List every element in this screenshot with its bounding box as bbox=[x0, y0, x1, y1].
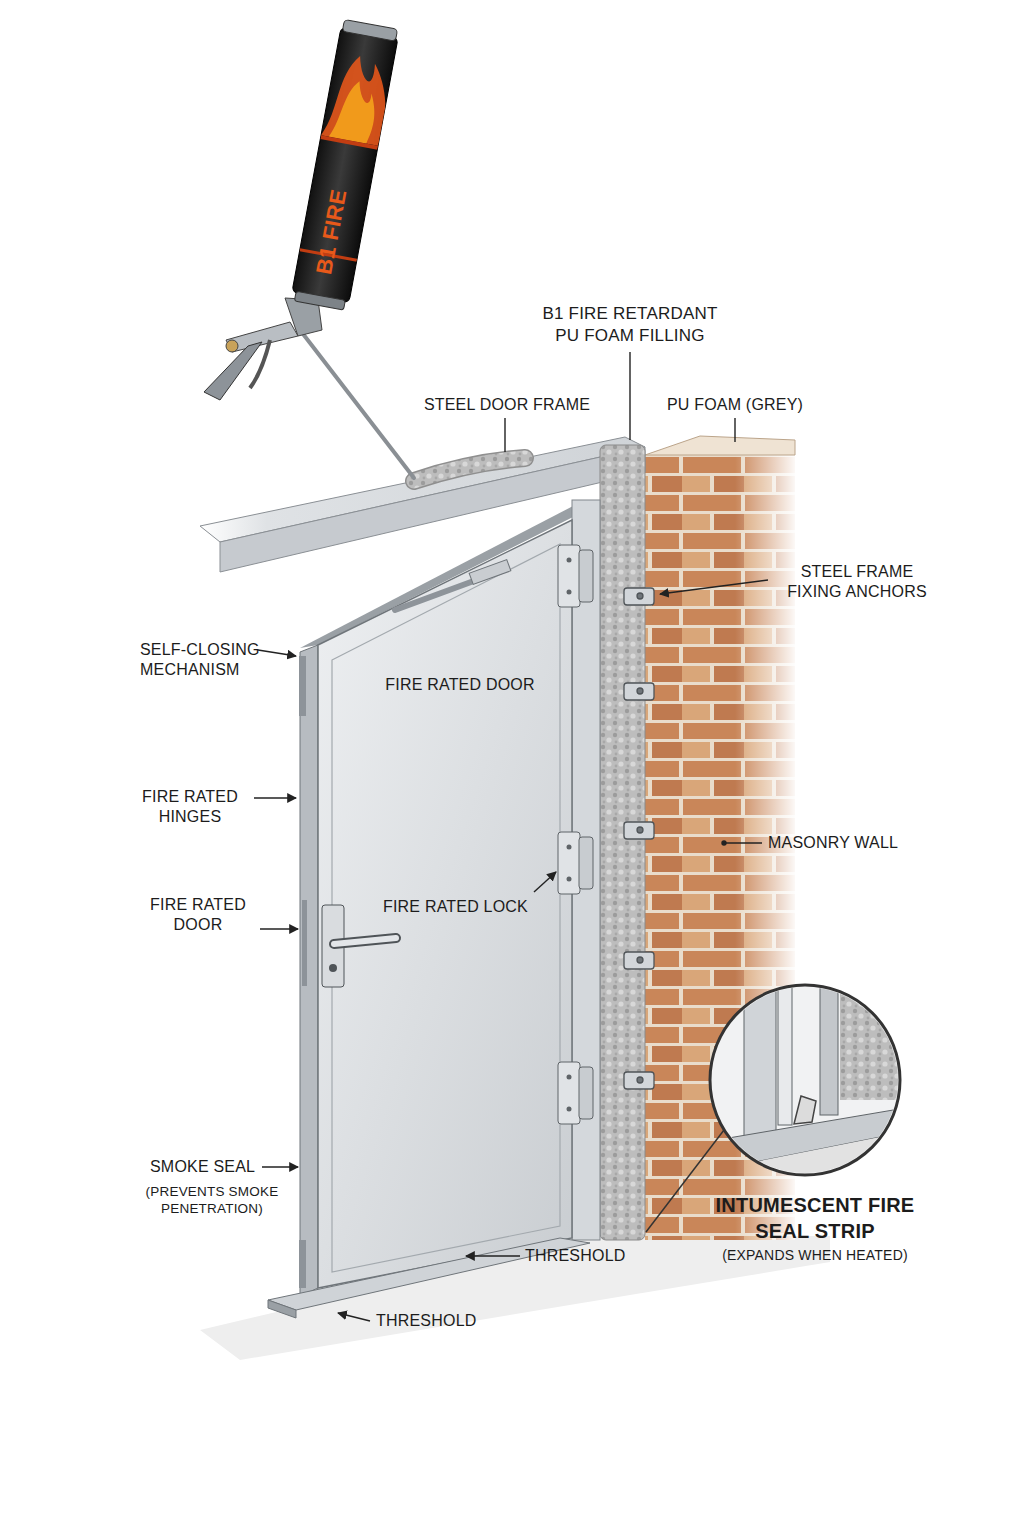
spray-can bbox=[290, 19, 401, 311]
part-label: FIRE RATED DOOR bbox=[138, 895, 258, 936]
part-label: FIRE RATED DOOR bbox=[362, 675, 558, 695]
part-label: FIRE RATED LOCK bbox=[383, 897, 548, 917]
part-label: FIRE RATED HINGES bbox=[130, 787, 250, 828]
part-label: STEEL FRAME FIXING ANCHORS bbox=[772, 562, 942, 603]
part-label: PU FOAM (GREY) bbox=[655, 395, 815, 415]
foam-gun bbox=[204, 298, 414, 478]
foam-bead bbox=[414, 458, 525, 481]
part-label: B1 FIRE RETARDANT PU FOAM FILLING bbox=[530, 303, 730, 347]
part-label: SMOKE SEAL bbox=[150, 1157, 280, 1177]
part-label: INTUMESCENT FIRE SEAL STRIP bbox=[688, 1193, 942, 1244]
can-brand: B1 FIRE bbox=[310, 187, 353, 276]
fire-door-leaf bbox=[299, 520, 572, 1296]
pu-foam-column bbox=[600, 445, 645, 1240]
note-text: (EXPANDS WHEN HEATED) bbox=[688, 1247, 942, 1265]
part-label: SELF-CLOSING MECHANISM bbox=[140, 640, 290, 681]
closer-arm bbox=[395, 560, 511, 610]
fixing-anchors bbox=[624, 588, 654, 1089]
part-label: THRESHOLD bbox=[376, 1311, 506, 1331]
part-label: MASONRY WALL bbox=[768, 833, 938, 853]
hinges bbox=[558, 545, 593, 1124]
note-text: (PREVENTS SMOKE PENETRATION) bbox=[128, 1183, 296, 1218]
lock-handle bbox=[322, 905, 396, 987]
inset-detail bbox=[646, 975, 920, 1232]
part-label: STEEL DOOR FRAME bbox=[412, 395, 602, 415]
foam-bead bbox=[414, 458, 525, 481]
leader-lines bbox=[254, 352, 768, 1321]
part-label: THRESHOLD bbox=[525, 1246, 655, 1266]
